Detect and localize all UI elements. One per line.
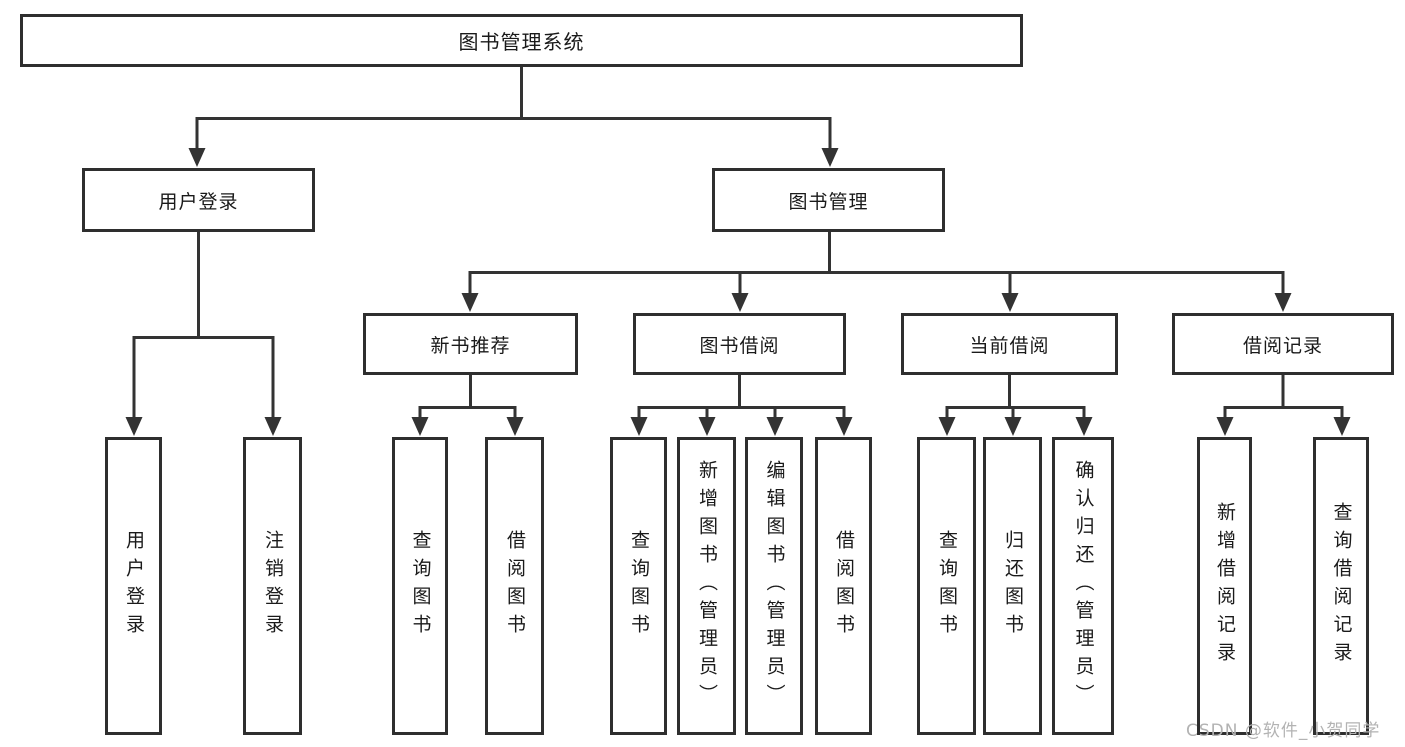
leaf-query-books-2-label: 查询图书 [628, 530, 650, 642]
leaf-borrow-books-2-label: 借阅图书 [833, 530, 855, 642]
connector-lines [132, 67, 1344, 420]
node-borrow-records-label: 借阅记录 [1242, 334, 1323, 357]
leaf-confirm-return-admin: 确认归还（管理员） [1052, 437, 1114, 735]
node-new-book-recommend: 新书推荐 [363, 313, 578, 375]
leaf-return-books-label: 归还图书 [1002, 530, 1024, 642]
leaf-confirm-return-admin-label: 确认归还（管理员） [1072, 460, 1095, 712]
leaf-logout-label: 注销登录 [262, 530, 284, 642]
node-current-borrow-label: 当前借阅 [969, 334, 1050, 357]
csdn-watermark: CSDN @软件_小贺同学 [1186, 721, 1381, 741]
leaf-edit-book-admin: 编辑图书（管理员） [745, 437, 803, 735]
leaf-borrow-books-1-label: 借阅图书 [504, 530, 526, 642]
node-user-login-label: 用户登录 [158, 190, 239, 213]
leaf-query-borrow-record: 查询借阅记录 [1313, 437, 1369, 735]
leaf-borrow-books-1: 借阅图书 [485, 437, 544, 735]
node-book-borrow-label: 图书借阅 [699, 334, 780, 357]
leaf-user-login: 用户登录 [105, 437, 162, 735]
node-book-mgmt: 图书管理 [712, 168, 945, 232]
leaf-query-borrow-record-label: 查询借阅记录 [1330, 502, 1353, 670]
leaf-add-borrow-record-label: 新增借阅记录 [1214, 502, 1236, 670]
leaf-query-books-1: 查询图书 [392, 437, 448, 735]
node-root-label: 图书管理系统 [458, 30, 585, 54]
node-root: 图书管理系统 [20, 14, 1023, 67]
leaf-query-books-3-label: 查询图书 [936, 530, 958, 642]
leaf-query-books-2: 查询图书 [610, 437, 667, 735]
node-borrow-records: 借阅记录 [1172, 313, 1394, 375]
leaf-query-books-1-label: 查询图书 [409, 530, 432, 642]
leaf-edit-book-admin-label: 编辑图书（管理员） [763, 460, 786, 712]
node-new-book-recommend-label: 新书推荐 [430, 334, 511, 357]
leaf-query-books-3: 查询图书 [917, 437, 976, 735]
node-book-borrow: 图书借阅 [633, 313, 846, 375]
leaf-user-login-label: 用户登录 [123, 530, 145, 642]
leaf-borrow-books-2: 借阅图书 [815, 437, 872, 735]
node-current-borrow: 当前借阅 [901, 313, 1118, 375]
leaf-add-borrow-record: 新增借阅记录 [1197, 437, 1252, 735]
leaf-add-book-admin-label: 新增图书（管理员） [696, 460, 718, 712]
leaf-logout: 注销登录 [243, 437, 302, 735]
leaf-add-book-admin: 新增图书（管理员） [677, 437, 736, 735]
leaf-return-books: 归还图书 [983, 437, 1042, 735]
node-book-mgmt-label: 图书管理 [788, 190, 869, 213]
node-user-login: 用户登录 [82, 168, 315, 232]
